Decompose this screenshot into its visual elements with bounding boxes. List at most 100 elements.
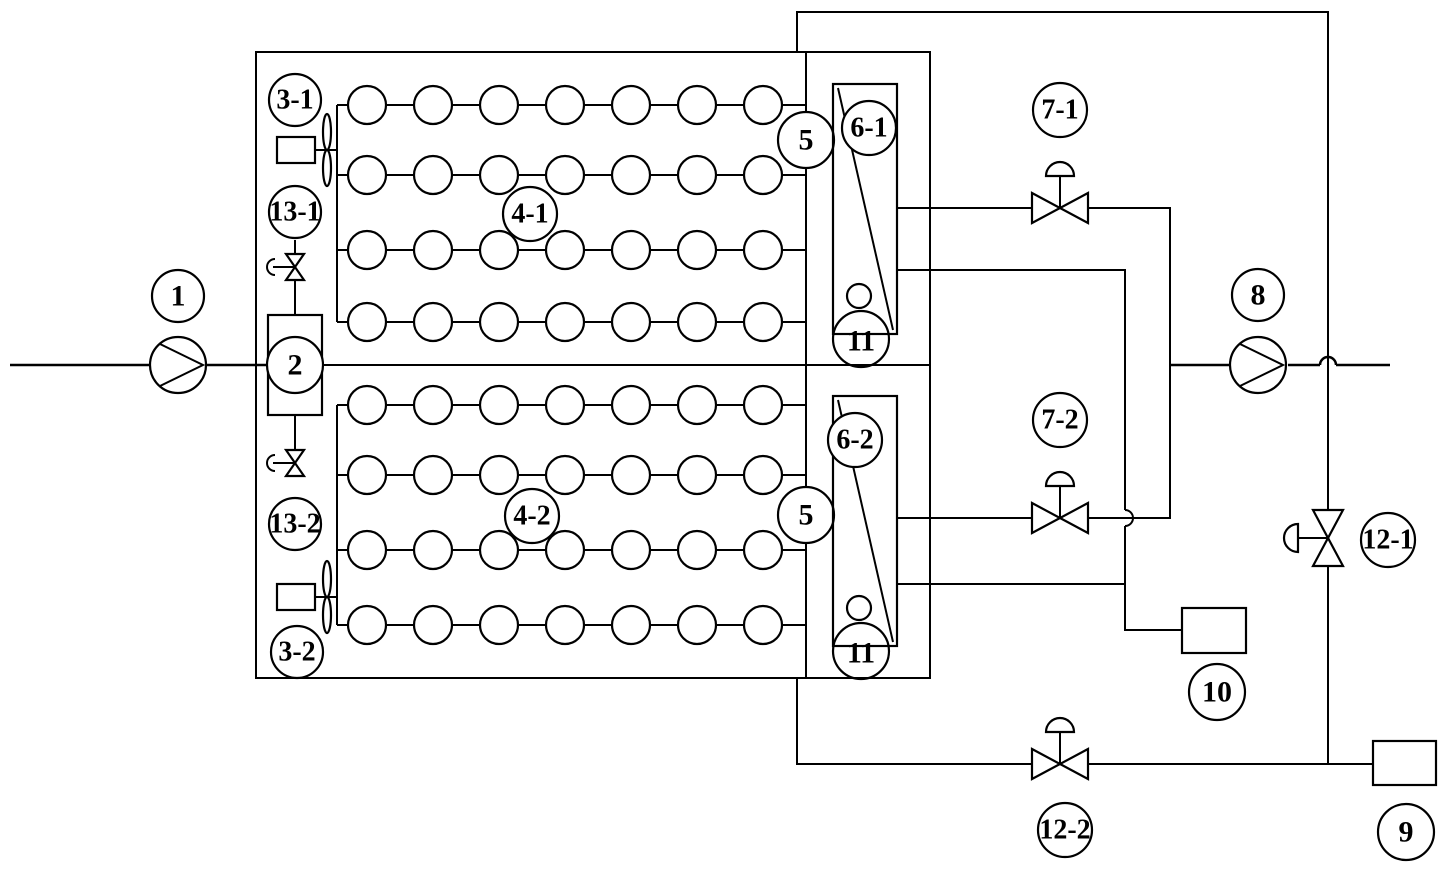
control-valve-upper-icon bbox=[1030, 160, 1090, 225]
battery-cell bbox=[742, 229, 784, 271]
sensor-upper-icon: 11 bbox=[831, 282, 897, 369]
battery-cell bbox=[346, 229, 388, 271]
hand-valve-lower-icon bbox=[266, 448, 307, 478]
svg-text:11: 11 bbox=[847, 325, 875, 358]
manifold-2: 2 bbox=[265, 313, 325, 417]
svg-text:7-1: 7-1 bbox=[1041, 95, 1078, 126]
tank-9 bbox=[1371, 739, 1438, 787]
svg-text:6-2: 6-2 bbox=[836, 425, 873, 456]
pipe-6-1-return bbox=[897, 269, 1126, 510]
svg-text:4-1: 4-1 bbox=[511, 199, 548, 230]
label-12-1: 12-1 bbox=[1359, 511, 1417, 569]
battery-cell bbox=[346, 604, 388, 646]
battery-cell bbox=[346, 454, 388, 496]
bypass-loop-line bbox=[796, 11, 1329, 765]
inlet-pump-icon bbox=[148, 335, 208, 395]
battery-cell bbox=[676, 384, 718, 426]
svg-text:8: 8 bbox=[1251, 279, 1266, 312]
battery-cell bbox=[610, 529, 652, 571]
battery-cell bbox=[478, 604, 520, 646]
svg-text:10: 10 bbox=[1202, 676, 1232, 709]
battery-cell bbox=[676, 301, 718, 343]
svg-text:11: 11 bbox=[847, 637, 875, 670]
svg-text:5: 5 bbox=[799, 499, 814, 532]
battery-cell bbox=[610, 229, 652, 271]
label-10: 10 bbox=[1187, 662, 1247, 722]
battery-cell bbox=[412, 529, 454, 571]
battery-cell bbox=[544, 154, 586, 196]
battery-cell bbox=[412, 154, 454, 196]
sensor-lower-icon: 11 bbox=[831, 594, 897, 681]
label-6-2: 6-2 bbox=[826, 411, 884, 469]
battery-cell bbox=[346, 84, 388, 126]
label-12-2: 12-2 bbox=[1036, 801, 1094, 859]
battery-cell bbox=[544, 529, 586, 571]
svg-text:3-2: 3-2 bbox=[278, 637, 315, 668]
battery-cell bbox=[742, 301, 784, 343]
battery-cell bbox=[544, 384, 586, 426]
battery-cell bbox=[610, 384, 652, 426]
label-4-1: 4-1 bbox=[501, 185, 559, 243]
svg-text:13-1: 13-1 bbox=[269, 197, 320, 228]
label-8: 8 bbox=[1230, 267, 1286, 323]
battery-cell bbox=[544, 454, 586, 496]
pipe-to-tank-10 bbox=[1124, 526, 1182, 631]
battery-cell bbox=[346, 154, 388, 196]
svg-text:9: 9 bbox=[1399, 816, 1414, 849]
battery-cell bbox=[544, 229, 586, 271]
label-1: 1 bbox=[150, 268, 206, 324]
hand-valve-upper-icon bbox=[266, 240, 307, 282]
battery-cell bbox=[346, 529, 388, 571]
battery-cell bbox=[478, 454, 520, 496]
battery-cell bbox=[676, 84, 718, 126]
control-valve-lower-icon bbox=[1030, 470, 1090, 535]
battery-cell bbox=[478, 301, 520, 343]
battery-cell bbox=[610, 604, 652, 646]
label-pump-in: 1 bbox=[171, 280, 186, 313]
battery-cell bbox=[676, 229, 718, 271]
battery-cell bbox=[676, 604, 718, 646]
bypass-valve-vertical-icon bbox=[1282, 508, 1345, 568]
label-manifold: 2 bbox=[288, 349, 303, 382]
battery-cell bbox=[478, 229, 520, 271]
pipe-valves-return bbox=[1088, 207, 1171, 519]
battery-cell bbox=[346, 301, 388, 343]
label-5-lower: 5 bbox=[776, 485, 836, 545]
battery-cell bbox=[610, 154, 652, 196]
battery-cell bbox=[610, 84, 652, 126]
svg-text:4-2: 4-2 bbox=[513, 501, 550, 532]
battery-cell bbox=[412, 229, 454, 271]
label-13-1: 13-1 bbox=[267, 184, 323, 240]
battery-cell bbox=[478, 84, 520, 126]
pipe-hop bbox=[1124, 509, 1134, 527]
outlet-pump-icon bbox=[1228, 335, 1288, 395]
tank-10 bbox=[1180, 606, 1248, 655]
label-13-2: 13-2 bbox=[267, 496, 323, 552]
battery-cell bbox=[412, 604, 454, 646]
svg-text:12-1: 12-1 bbox=[1362, 525, 1413, 556]
battery-cell bbox=[478, 154, 520, 196]
fan-lower-icon bbox=[275, 559, 338, 635]
bypass-valve-bottom-icon bbox=[1030, 716, 1090, 781]
battery-cell bbox=[742, 384, 784, 426]
label-3-1: 3-1 bbox=[267, 72, 323, 128]
battery-cell bbox=[742, 454, 784, 496]
battery-cell bbox=[676, 529, 718, 571]
battery-cell bbox=[412, 384, 454, 426]
label-7-1: 7-1 bbox=[1031, 81, 1089, 139]
label-7-2: 7-2 bbox=[1031, 391, 1089, 449]
label-5-upper: 5 bbox=[776, 110, 836, 170]
battery-cell bbox=[478, 529, 520, 571]
battery-cell bbox=[676, 154, 718, 196]
line-crossover-hop bbox=[1318, 355, 1338, 366]
svg-text:13-2: 13-2 bbox=[269, 509, 320, 540]
label-9: 9 bbox=[1376, 802, 1436, 862]
battery-cell bbox=[412, 454, 454, 496]
battery-cell bbox=[610, 454, 652, 496]
svg-text:12-2: 12-2 bbox=[1039, 815, 1090, 846]
svg-text:3-1: 3-1 bbox=[276, 85, 313, 116]
battery-cell bbox=[412, 84, 454, 126]
battery-cell bbox=[412, 301, 454, 343]
